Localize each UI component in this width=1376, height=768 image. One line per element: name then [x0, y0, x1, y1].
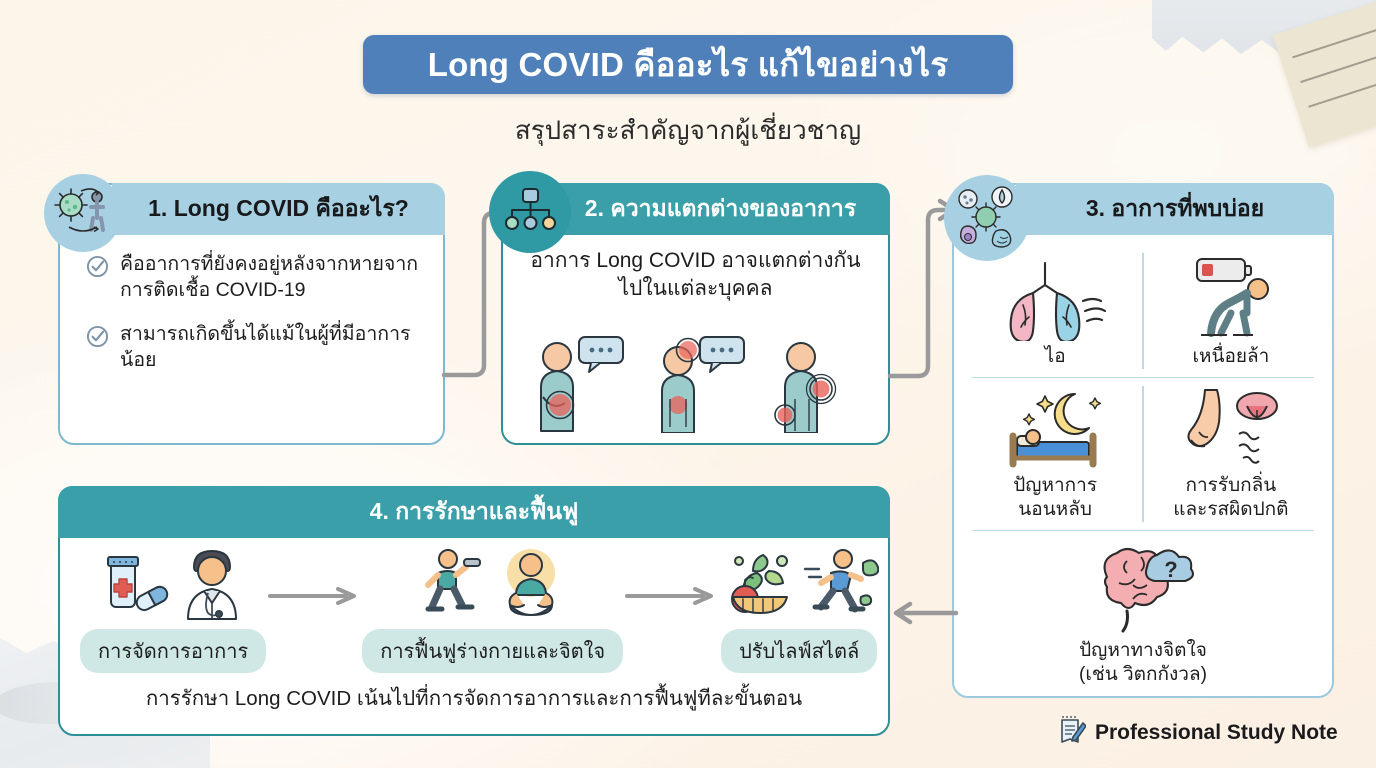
symptom-row-1: ไอ เหนื่อยล้า: [968, 245, 1318, 377]
symptom-sleep: ปัญหาการ นอนหลับ: [968, 378, 1142, 530]
card3-title: 3. อาการที่พบบ่อย: [1085, 195, 1265, 221]
connector-card3-to-card4: [893, 601, 959, 625]
symptom-mental-health: ? ปัญหาทางจิตใจ (เช่น วิตกกังวล): [968, 531, 1318, 693]
check-circle-icon: [86, 325, 109, 374]
check-circle-icon: [86, 255, 109, 304]
symptom-cough: ไอ: [968, 245, 1142, 377]
symptom-smell-taste: การรับกลิ่น และรสผิดปกติ: [1144, 378, 1318, 530]
card1-bullet-2: สามารถเกิดขึ้นได้แม้ในผู้ที่มีอาการน้อย: [120, 322, 411, 371]
flow-step-rehabilitation: การฟื้นฟูร่างกายและจิตใจ: [362, 545, 624, 673]
symptom-cough-label: ไอ: [1044, 346, 1066, 367]
symptom-row-2: ปัญหาการ นอนหลับ การรับ: [968, 378, 1318, 530]
flow-step-symptom-management: การจัดการอาการ: [80, 545, 267, 673]
svg-text:?: ?: [1164, 557, 1177, 582]
healthy-food-running-icon: [719, 545, 880, 621]
card1-title: 1. Long COVID คืออะไร?: [148, 195, 409, 221]
card1-bullet-list: คืออาการที่ยังคงอยู่หลังจากหายจากการติดเ…: [86, 251, 429, 390]
card3-header: 3. อาการที่พบบ่อย: [1016, 183, 1334, 235]
sleep-moon-bed-icon: [1009, 393, 1102, 468]
treatment-flow: การจัดการอาการ: [80, 545, 880, 673]
footer-badge: Professional Study Note: [1058, 715, 1338, 750]
card4-title: 4. การรักษาและฟื้นฟู: [369, 498, 579, 524]
card-treatment-recovery: 4. การรักษาและฟื้นฟู: [58, 486, 890, 736]
card4-footnote: การรักษา Long COVID เน้นไปที่การจัดการอา…: [145, 687, 803, 710]
grid-divider-vertical: [1142, 253, 1144, 369]
card2-figures: [523, 333, 868, 433]
exercise-meditation-icon: [416, 545, 570, 621]
grid-divider-horizontal: [972, 376, 1314, 379]
card1-header: 1. Long COVID คืออะไร?: [112, 183, 445, 235]
footer-label: Professional Study Note: [1095, 720, 1338, 744]
flow-step-lifestyle: ปรับไลฟ์สไตล์: [719, 545, 880, 673]
list-item: คืออาการที่ยังคงอยู่หลังจากหายจากการติดเ…: [86, 251, 429, 304]
flow-arrow-2: [623, 586, 719, 606]
virus-cluster-icon: [944, 175, 1030, 261]
page-subtitle: สรุปสาระสำคัญจากผู้เชี่ยวชาญ: [514, 115, 862, 145]
symptom-fatigue-label: เหนื่อยล้า: [1192, 346, 1270, 367]
page-title: Long COVID คืออะไร แก้ไขอย่างไร: [427, 46, 949, 83]
card4-header: 4. การรักษาและฟื้นฟู: [58, 486, 890, 538]
card1-bullet-1: คืออาการที่ยังคงอยู่หลังจากหายจากการติดเ…: [120, 253, 419, 302]
card2-description: อาการ Long COVID อาจแตกต่างกันไปในแต่ละบ…: [530, 249, 861, 301]
grid-divider-horizontal: [972, 529, 1314, 532]
list-item: สามารถเกิดขึ้นได้แม้ในผู้ที่มีอาการน้อย: [86, 321, 429, 374]
page-title-banner: Long COVID คืออะไร แก้ไขอย่างไร: [363, 35, 1013, 94]
nose-tongue-icon: [1187, 389, 1278, 464]
symptom-smell-taste-label: การรับกลิ่น และรสผิดปกติ: [1173, 475, 1289, 520]
symptom-sleep-label: ปัญหาการ นอนหลับ: [1013, 475, 1098, 520]
lungs-cough-icon: [1009, 261, 1107, 341]
medicine-doctor-icon: [98, 545, 248, 621]
person-shoulder-pain-icon: [773, 342, 836, 433]
card2-header: 2. ความแตกต่างของอาการ: [551, 183, 890, 235]
brain-cloud-question-icon: ?: [1103, 548, 1195, 633]
symptom-fatigue: เหนื่อยล้า: [1144, 245, 1318, 377]
person-head-chest-pain-icon: [660, 336, 745, 433]
flow-step-1-label: การจัดการอาการ: [80, 629, 267, 673]
card-symptom-variation: 2. ความแตกต่างของอาการ อาการ Long COVID …: [489, 171, 890, 445]
card2-title: 2. ความแตกต่างของอาการ: [584, 195, 857, 221]
virus-person-icon: [44, 174, 122, 252]
hierarchy-tree-icon: [489, 171, 571, 253]
person-chest-pain-icon: [539, 336, 624, 432]
flow-step-3-label: ปรับไลฟ์สไตล์: [721, 629, 878, 673]
card-long-covid-definition: 1. Long COVID คืออะไร?: [44, 174, 445, 445]
memo-pencil-icon: [1058, 715, 1087, 750]
low-battery-fatigue-icon: [1195, 258, 1269, 337]
symptom-grid: ไอ เหนื่อยล้า: [968, 245, 1318, 693]
card-common-symptoms: 3. อาการที่พบบ่อย: [944, 175, 1334, 698]
symptom-mental-health-label: ปัญหาทางจิตใจ (เช่น วิตกกังวล): [1079, 640, 1207, 685]
flow-arrow-1: [266, 586, 362, 606]
grid-divider-vertical: [1142, 386, 1144, 522]
flow-step-2-label: การฟื้นฟูร่างกายและจิตใจ: [362, 629, 624, 673]
